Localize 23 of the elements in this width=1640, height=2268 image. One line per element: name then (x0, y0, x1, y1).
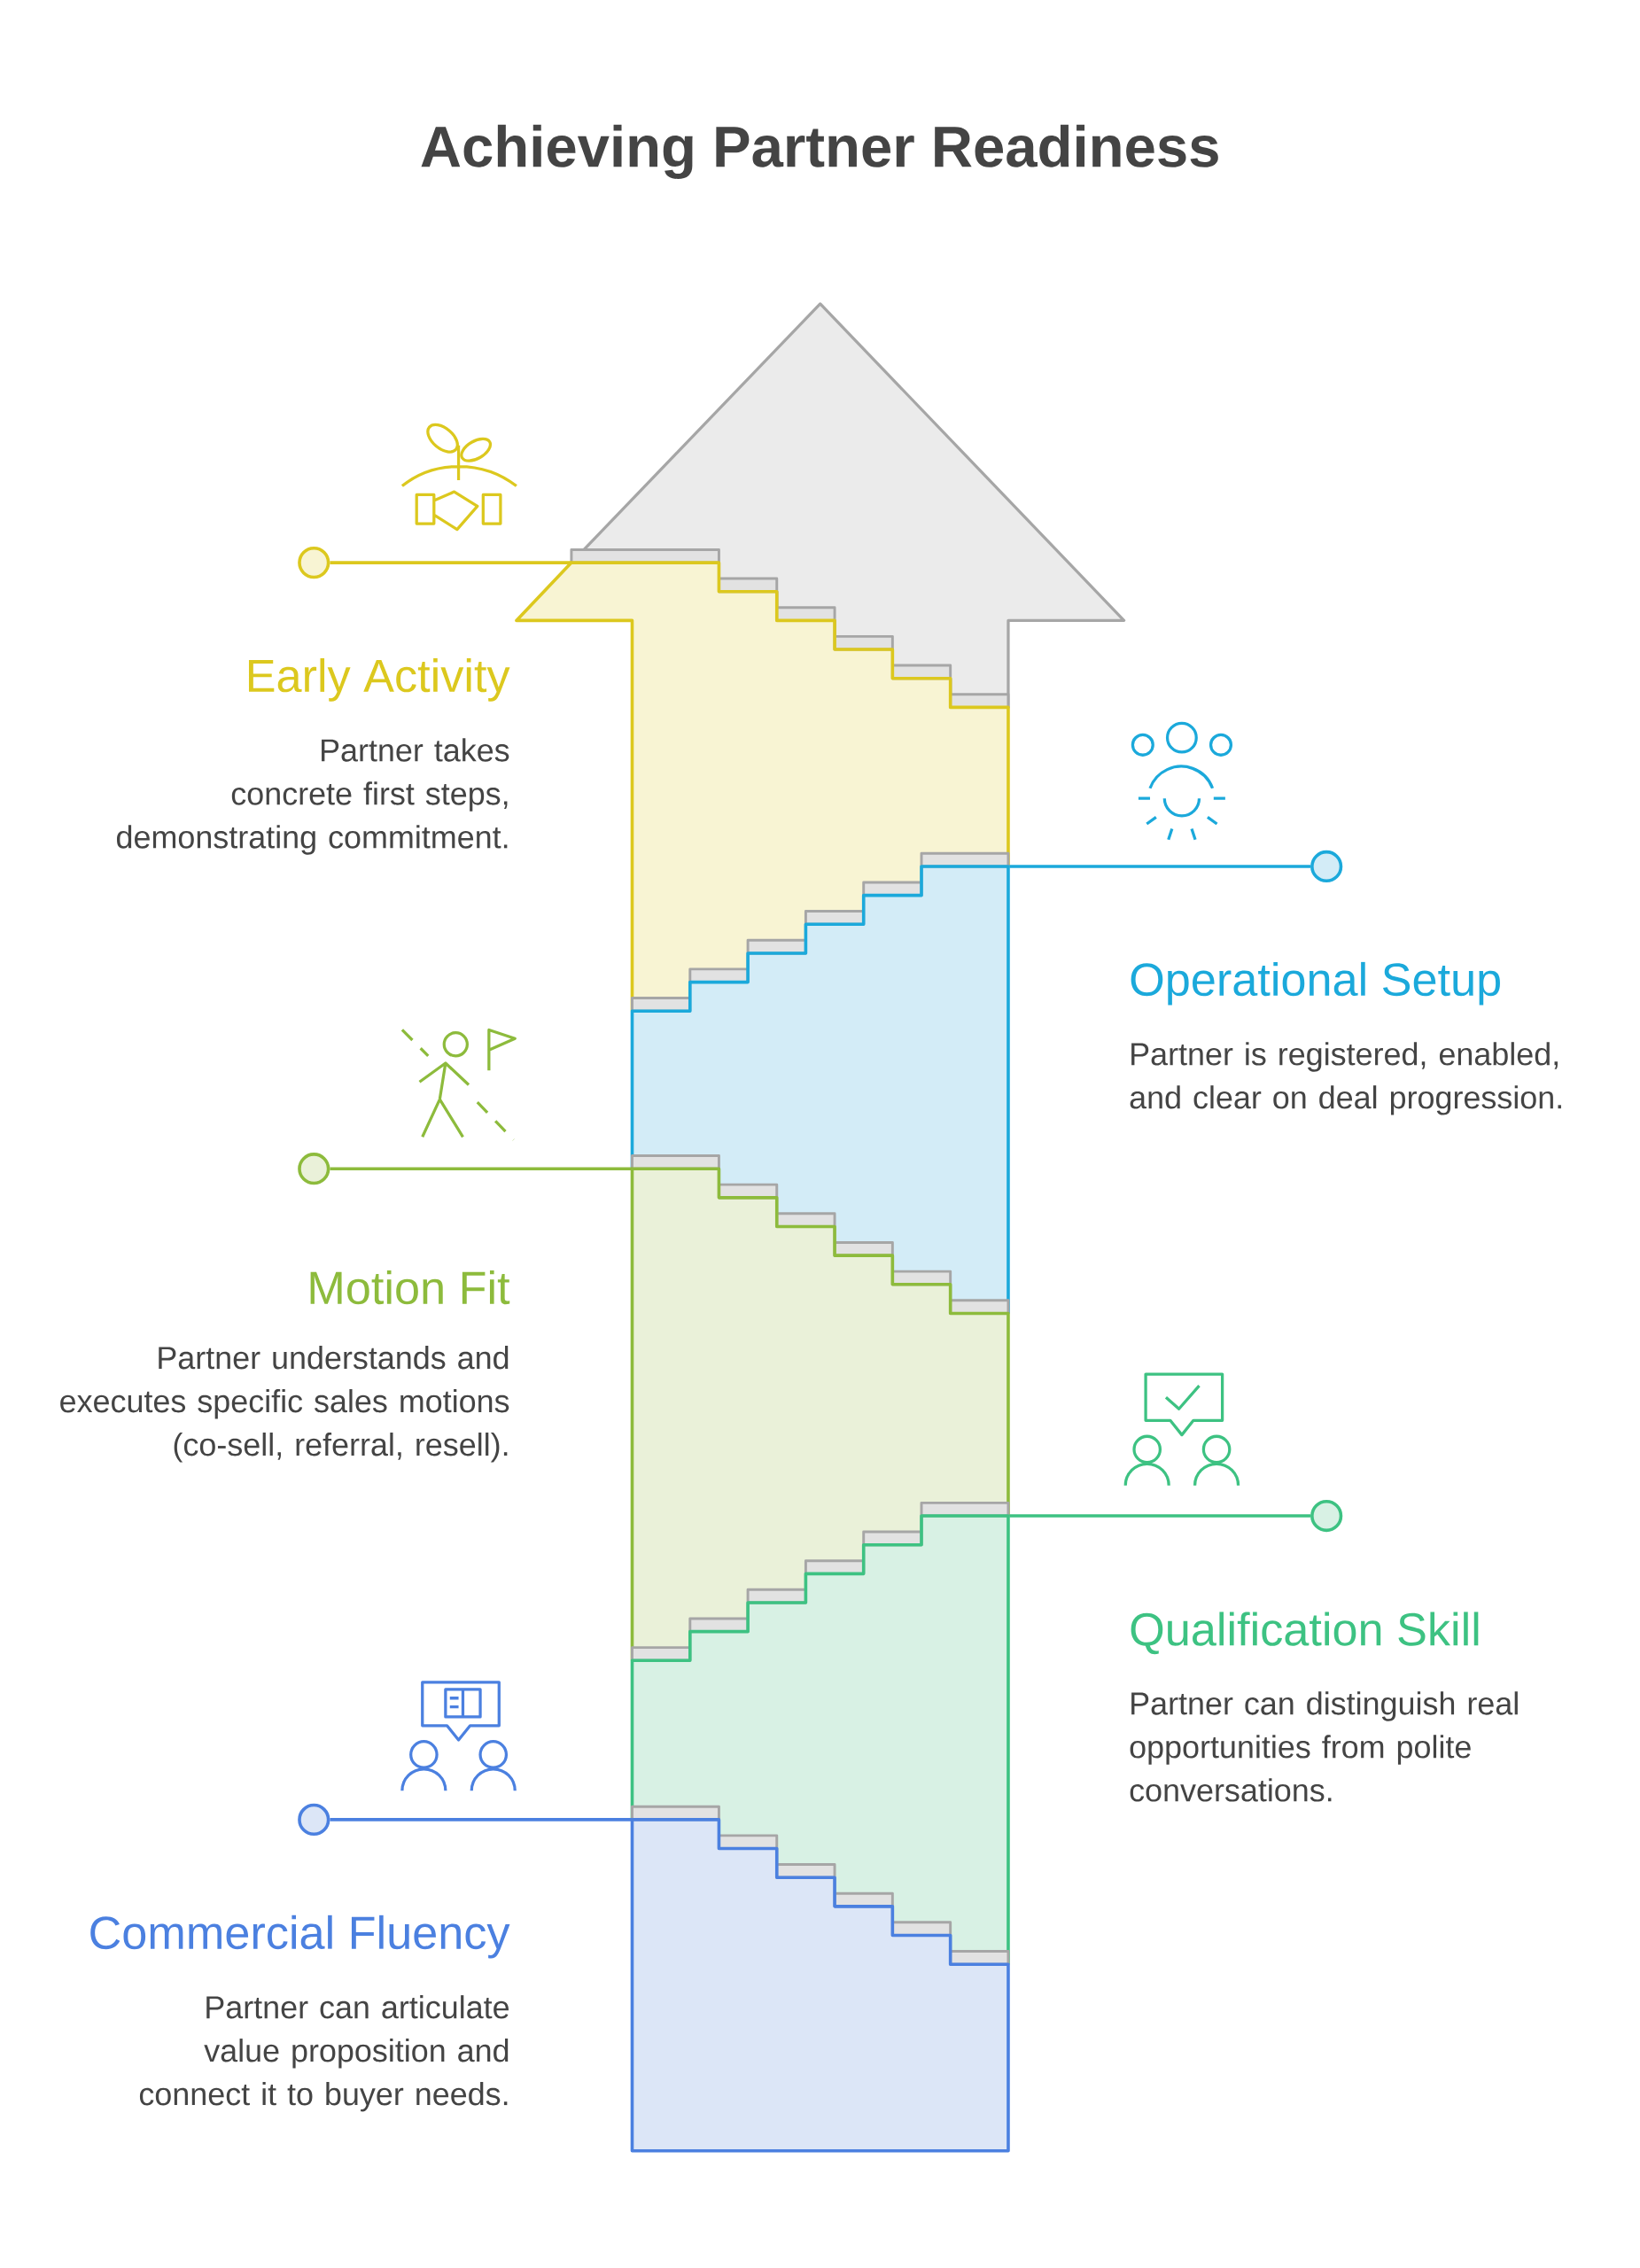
endpoint-dot (297, 1803, 330, 1836)
endpoint-dot (297, 1153, 330, 1185)
stair-band (630, 1805, 1010, 2153)
stair-band (630, 851, 1010, 1314)
leader-line (330, 1167, 633, 1170)
endpoint-dot (1310, 1499, 1343, 1533)
stage-heading: Operational Setup (1131, 961, 1500, 1006)
leader-line (330, 561, 571, 564)
leader-line (1009, 865, 1310, 868)
stage-description: Partner is registered, enabled, and clear on deal progression. (1130, 1042, 1561, 1115)
stage-description: Partner can distinguish real opportunities from polite conversations. (1130, 1691, 1518, 1802)
title: Achieving Partner Readiness (421, 124, 1218, 179)
stage-description: Partner can articulate value proposition and connect it to buyer needs. (139, 1995, 509, 2112)
stage-description: Partner understands and executes specific sales motions (co-sell, referral, resell). (59, 1346, 509, 1463)
leader-line (330, 1818, 633, 1821)
stair-band (630, 1501, 1010, 1965)
stage-heading: Qualification Skill (1131, 1612, 1479, 1655)
stage-heading: Motion Fit (310, 1270, 510, 1305)
leader-line (1009, 1514, 1310, 1518)
endpoint-dot (1310, 850, 1343, 883)
endpoint-dot (297, 547, 330, 579)
stage-heading: Early Activity (248, 658, 510, 702)
stage-heading: Commercial Fluency (90, 1915, 510, 1959)
